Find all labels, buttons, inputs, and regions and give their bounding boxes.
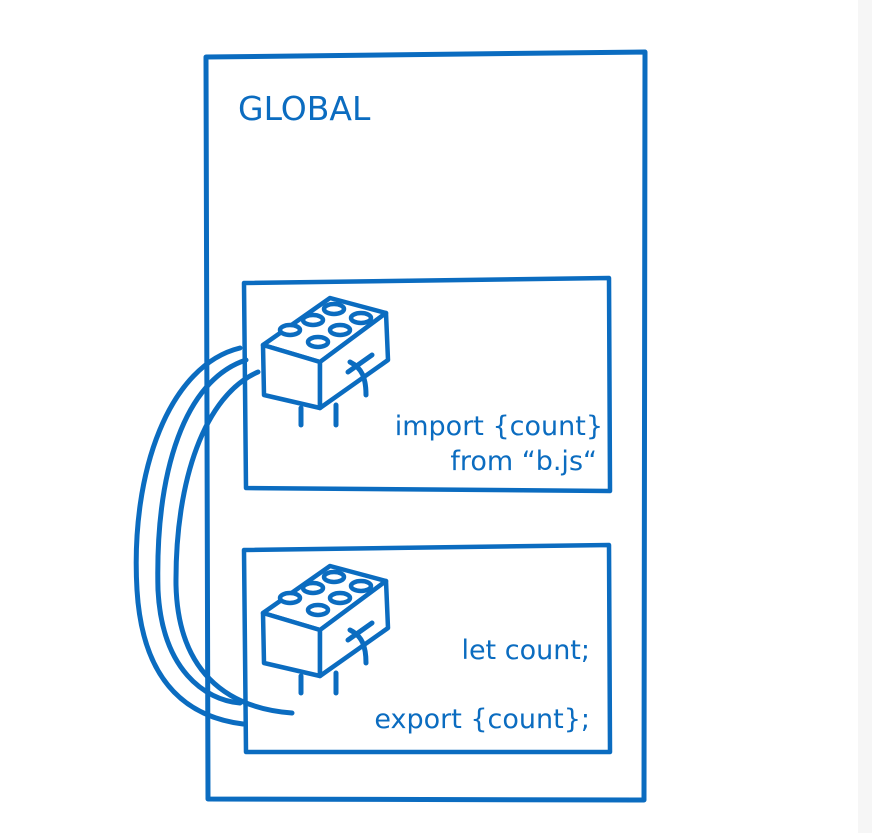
export-statement: export {count}; bbox=[374, 704, 590, 735]
import-statement-line2: from “b.js“ bbox=[450, 446, 597, 477]
live-binding-tube bbox=[133, 345, 295, 727]
lego-brick-icon bbox=[260, 295, 391, 428]
global-label: GLOBAL bbox=[238, 89, 371, 128]
global-scope-box bbox=[203, 49, 648, 803]
lego-brick-icon bbox=[260, 563, 391, 696]
import-statement-line1: import {count} bbox=[395, 411, 603, 442]
page-edge bbox=[858, 0, 872, 833]
let-declaration: let count; bbox=[461, 635, 590, 666]
